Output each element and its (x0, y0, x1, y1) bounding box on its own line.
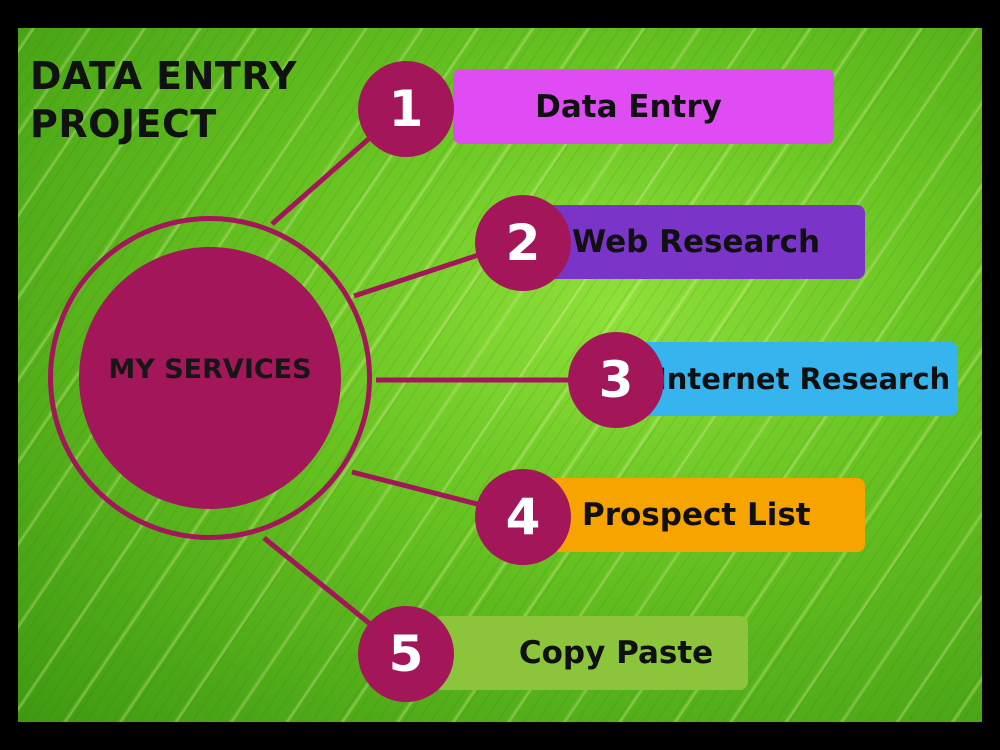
service-badge-4: 4 (475, 469, 571, 565)
hub-label: MY SERVICES (108, 353, 312, 385)
service-pill-2: Web Research (538, 205, 865, 279)
service-pill-4: Prospect List (538, 478, 865, 552)
page-title: DATA ENTRY PROJECT (30, 54, 297, 146)
service-badge-2: 2 (475, 195, 571, 291)
diagram-canvas: DATA ENTRY PROJECT MY SERVICES Data Entr… (18, 28, 982, 722)
service-badge-3: 3 (568, 332, 664, 428)
service-badge-5: 5 (358, 606, 454, 702)
service-pill-1: Data Entry (453, 69, 834, 144)
service-badge-1: 1 (358, 61, 454, 157)
service-number-4: 4 (505, 488, 541, 546)
service-label-3: Internet Research (656, 362, 951, 396)
service-number-5: 5 (388, 625, 424, 683)
service-label-1: Data Entry (535, 88, 722, 125)
service-pill-5: Copy Paste (434, 616, 748, 690)
service-label-5: Copy Paste (518, 635, 714, 671)
service-number-3: 3 (598, 351, 634, 409)
service-label-2: Web Research (572, 224, 821, 260)
hub-ring (48, 216, 372, 540)
service-pill-3: Internet Research (630, 342, 958, 416)
service-label-4: Prospect List (582, 497, 811, 533)
hub-circle: MY SERVICES (79, 247, 341, 509)
service-number-1: 1 (388, 80, 424, 138)
service-number-2: 2 (505, 214, 541, 272)
